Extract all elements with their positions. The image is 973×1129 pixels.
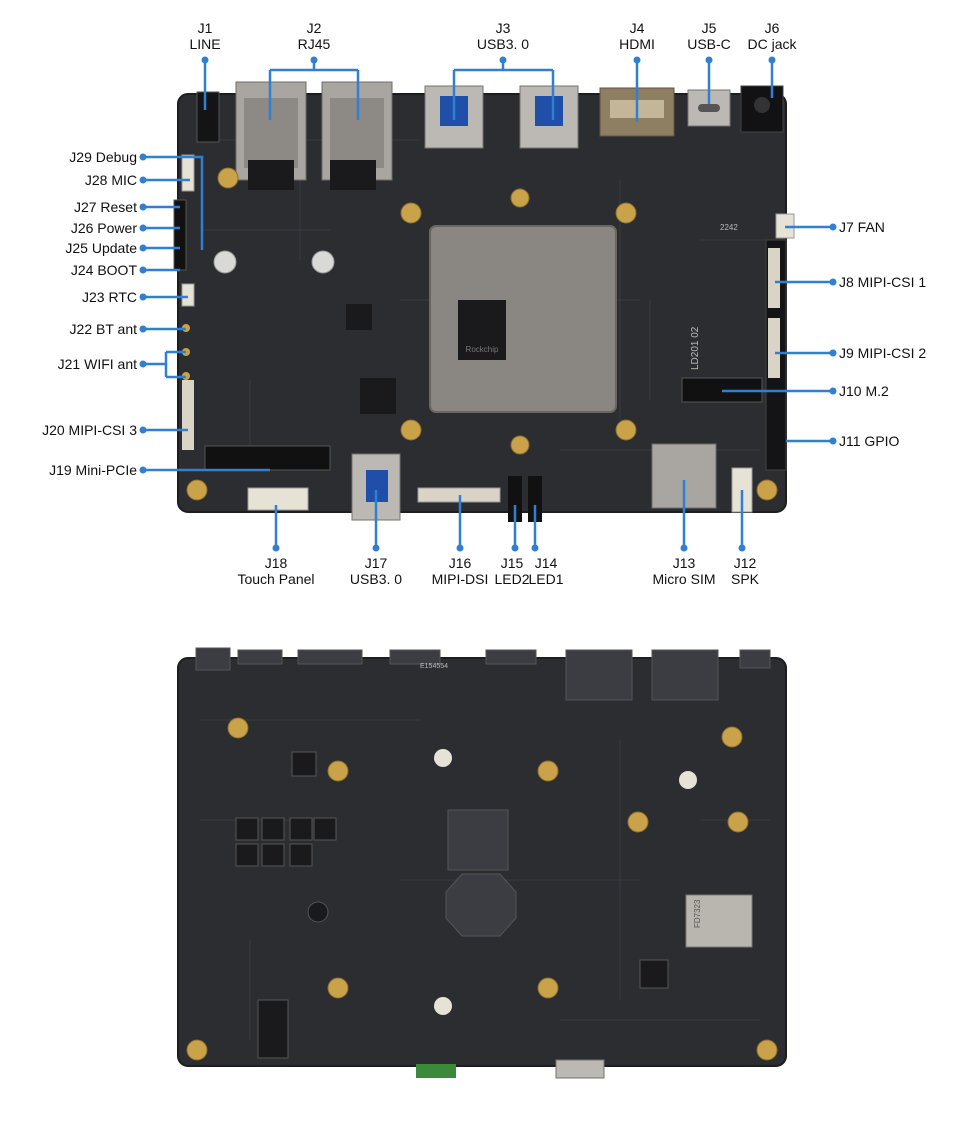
label-j20: J20 MIPI-CSI 3 — [42, 422, 137, 438]
label-j1: J1 LINE — [189, 20, 220, 52]
label-j17: J17 USB3. 0 — [350, 555, 402, 587]
soc-chip — [458, 300, 506, 360]
j1-line-jack — [196, 91, 220, 143]
wifi-module — [685, 894, 753, 948]
label-j18-id: J18 — [264, 555, 288, 571]
label-j16-id: J16 — [448, 555, 472, 571]
label-j29: J29 Debug — [69, 149, 137, 165]
label-j3: J3 USB3. 0 — [477, 20, 529, 52]
label-j6-name: DC jack — [747, 36, 797, 52]
label-j11: J11 GPIO — [839, 433, 900, 449]
label-j4: J4 HDMI — [619, 20, 655, 52]
label-j12-id: J12 — [733, 555, 757, 571]
label-j16: J16 MIPI-DSI — [432, 555, 489, 587]
label-j5-name: USB-C — [687, 36, 731, 52]
label-j5: J5 USB-C — [687, 20, 731, 52]
fan-code: 2242 — [720, 223, 738, 232]
label-j18-name: Touch Panel — [237, 571, 315, 587]
j14-led — [528, 476, 542, 522]
mount-hole — [615, 419, 637, 441]
label-j2-id: J2 — [306, 20, 322, 36]
mount-hole — [400, 419, 422, 441]
label-j15-name: LED2 — [494, 571, 530, 587]
label-j12-name: SPK — [730, 571, 760, 587]
bottom-board: FD7323 E154554 — [177, 647, 787, 1079]
label-j13: J13 Micro SIM — [653, 555, 716, 587]
callout-lines — [143, 60, 833, 548]
mount-hole — [756, 479, 778, 501]
label-j15: J15 LED2 — [494, 555, 529, 587]
mount-hole — [510, 435, 530, 455]
label-j2: J2 RJ45 — [298, 20, 331, 52]
j9-connector — [768, 318, 780, 378]
label-j17-id: J17 — [364, 555, 388, 571]
top-board: Rockchip LD201 02 — [173, 81, 795, 522]
label-j1-id: J1 — [197, 20, 213, 36]
label-j24: J24 BOOT — [70, 262, 137, 278]
label-j13-id: J13 — [672, 555, 696, 571]
label-j23: J23 RTC — [82, 289, 137, 305]
label-j6: J6 DC jack — [747, 20, 796, 52]
mount-hole — [217, 167, 239, 189]
j19-minipcie-slot — [204, 445, 331, 471]
label-j10: J10 M.2 — [839, 383, 889, 399]
label-j21: J21 WIFI ant — [57, 356, 137, 372]
mount-hole — [615, 202, 637, 224]
label-j19: J19 Mini-PCIe — [49, 462, 137, 478]
label-j14-name: LED1 — [528, 571, 564, 587]
label-j6-id: J6 — [764, 20, 780, 36]
label-j8: J8 MIPI-CSI 1 — [839, 274, 927, 290]
label-j27: J27 Reset — [73, 199, 137, 215]
soc-brand: Rockchip — [466, 345, 499, 354]
label-j3-name: USB3. 0 — [476, 36, 530, 52]
soc-shield — [429, 225, 617, 413]
label-j13-name: Micro SIM — [652, 571, 716, 587]
label-j28: J28 MIC — [84, 172, 137, 188]
module-code: FD7323 — [693, 899, 702, 928]
label-j16-name: MIPI-DSI — [431, 571, 489, 587]
label-j18: J18 Touch Panel — [237, 555, 314, 587]
j18-connector — [247, 487, 309, 511]
cert-text: E154554 — [420, 663, 448, 670]
label-j7: J7 FAN — [839, 219, 885, 235]
label-j15-id: J15 — [500, 555, 524, 571]
label-j22: J22 BT ant — [69, 321, 137, 337]
label-j4-id: J4 — [629, 20, 645, 36]
j8-connector — [768, 248, 780, 308]
label-j26: J26 Power — [70, 220, 137, 236]
label-j14: J14 LED1 — [528, 555, 563, 587]
board-id: LD201 02 — [690, 326, 701, 370]
mount-hole — [186, 479, 208, 501]
label-j2-name: RJ45 — [297, 36, 331, 52]
j20-connector — [182, 380, 194, 450]
label-j5-id: J5 — [701, 20, 717, 36]
callout-dots — [139, 56, 837, 552]
j15-led — [508, 476, 522, 522]
mount-hole — [510, 188, 530, 208]
label-j1-name: LINE — [189, 36, 221, 52]
label-j25: J25 Update — [65, 240, 137, 256]
label-j3-id: J3 — [495, 20, 511, 36]
label-j12: J12 SPK — [731, 555, 759, 587]
label-j9: J9 MIPI-CSI 2 — [839, 345, 927, 361]
mount-hole — [400, 202, 422, 224]
label-j4-name: HDMI — [619, 36, 655, 52]
label-j14-id: J14 — [534, 555, 558, 571]
label-j17-name: USB3. 0 — [349, 571, 403, 587]
